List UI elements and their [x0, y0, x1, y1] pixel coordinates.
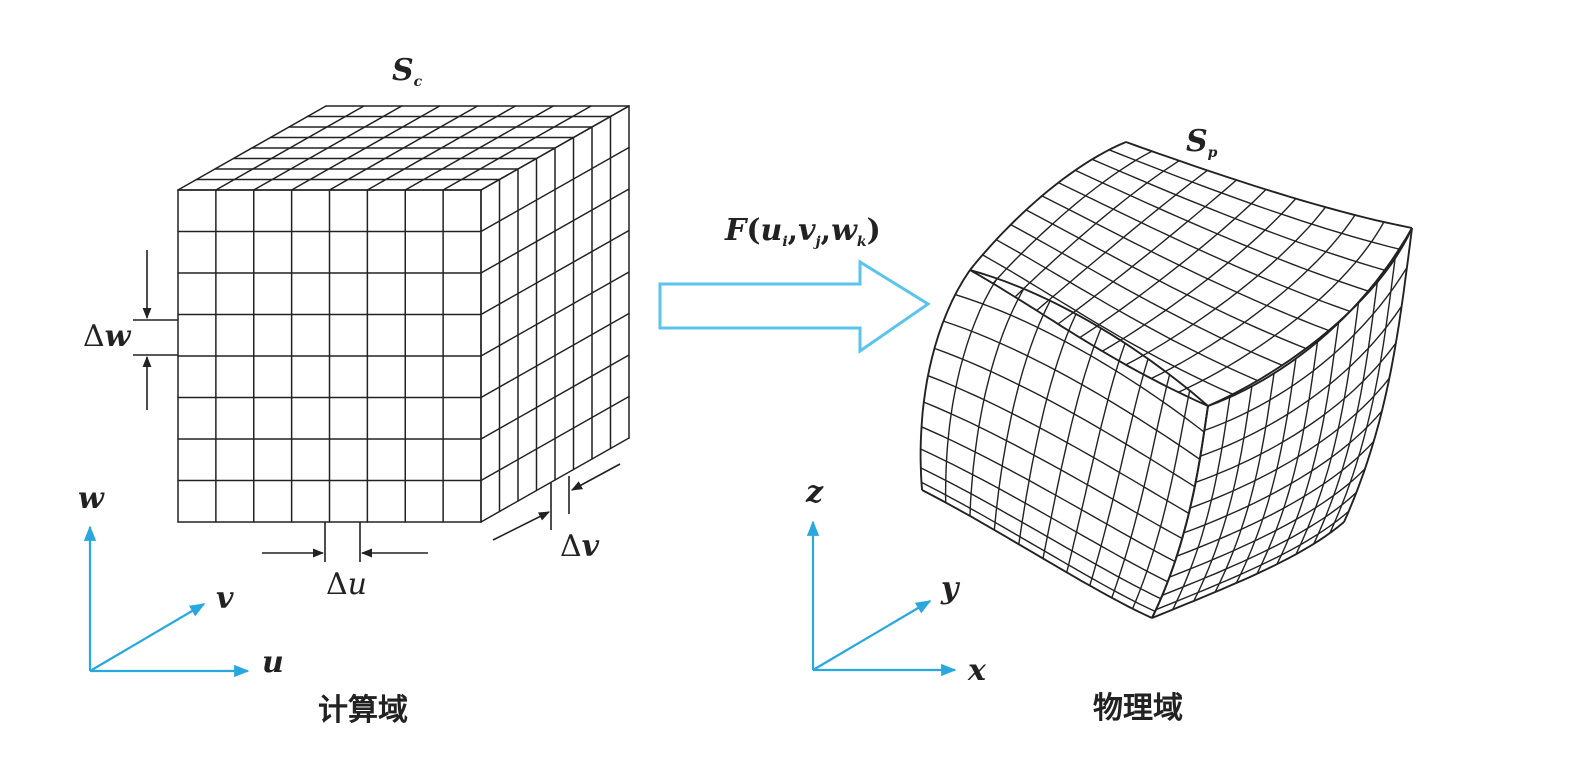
axis-label-w: w — [78, 481, 105, 516]
front-face-v-line — [921, 481, 1156, 613]
cube-top-depth-line — [404, 105, 554, 191]
right-face-v-line — [1189, 377, 1390, 509]
physical-domain-title: Sp — [1186, 124, 1218, 161]
front-face-v-line — [969, 269, 1209, 407]
front-face-v-line — [927, 375, 1190, 515]
right-face-v-line — [1176, 441, 1375, 557]
top-surface-v-line — [1025, 209, 1307, 350]
top-surface-u-line — [992, 150, 1153, 284]
right-face-v-line — [1155, 510, 1350, 611]
delta-u-label: Δu — [326, 567, 367, 602]
delta-v-label: Δv — [560, 529, 600, 564]
top-surface-u-line — [1125, 206, 1327, 366]
physical-axes — [806, 520, 957, 677]
cube-top-depth-line — [442, 105, 592, 191]
front-face-u-line — [1066, 343, 1126, 573]
front-face-v-line — [923, 401, 1183, 540]
axis-label-z: z — [805, 475, 824, 510]
right-face-u-line — [1235, 358, 1297, 584]
front-face-u-line — [944, 278, 998, 503]
front-face-v-line — [920, 448, 1169, 583]
top-surface-u-line — [1150, 214, 1356, 380]
right-face-v-line — [1151, 521, 1345, 619]
cube-top-depth-line — [366, 105, 517, 191]
top-surface-v-line — [982, 254, 1234, 395]
mapping-function-label: F(ui,vj,wk) — [724, 213, 881, 250]
top-surface-v-line — [1108, 149, 1401, 251]
front-face-v-line — [934, 347, 1196, 488]
cube-side-depth-line — [480, 354, 630, 440]
right-face-u-line — [1214, 373, 1275, 593]
front-face-u-line — [969, 288, 1025, 517]
right-face-v-line — [1207, 227, 1413, 407]
front-face-v-line — [921, 426, 1176, 563]
axis-label-u: u — [262, 645, 284, 680]
top-surface-u-line — [1079, 189, 1267, 339]
top-surface-v-line — [1091, 158, 1387, 272]
right-face-v-line — [1183, 410, 1383, 534]
cube-side-depth-line — [480, 437, 630, 523]
computational-domain-cube — [177, 105, 630, 523]
top-surface-v-line — [1074, 169, 1370, 293]
top-surface-v-line — [995, 239, 1258, 382]
top-surface-v-line — [1010, 223, 1283, 366]
front-face-v-line — [954, 293, 1205, 433]
delta-v-dimension — [492, 463, 621, 541]
delta-u-dimension — [262, 522, 428, 562]
front-face-v-line — [943, 320, 1201, 460]
delta-w-dimension — [133, 250, 178, 410]
computational-domain-caption: 计算域 — [318, 693, 408, 728]
physical-domain-mesh — [919, 141, 1413, 619]
right-face-v-line — [1162, 491, 1357, 596]
computational-domain-title: Sc — [392, 53, 423, 90]
top-surface-v-line — [969, 269, 1209, 407]
front-face-u-line — [1018, 313, 1077, 545]
cube-side-depth-line — [480, 395, 630, 482]
top-surface-u-line — [1057, 179, 1237, 325]
mapping-arrow — [658, 259, 931, 354]
axis-label-v: v — [216, 581, 234, 616]
right-face-v-line — [1200, 305, 1403, 457]
right-face-v-line — [1169, 468, 1366, 578]
cube-side-depth-line — [480, 312, 630, 399]
top-surface-v-line — [1125, 141, 1413, 229]
right-face-v-line — [1204, 267, 1408, 432]
axis-label-y: y — [940, 571, 961, 606]
delta-w-label: Δw — [83, 319, 132, 354]
front-face-v-line — [920, 467, 1162, 600]
physical-domain-caption: 物理域 — [1093, 691, 1183, 726]
axis-label-x: x — [967, 653, 987, 688]
front-face-v-line — [921, 489, 1153, 619]
front-face-u-line — [1042, 328, 1102, 559]
right-face-v-line — [1195, 342, 1397, 483]
top-surface-v-line — [1058, 181, 1351, 313]
top-surface-v-line — [1041, 195, 1330, 332]
computational-axes — [83, 525, 250, 678]
